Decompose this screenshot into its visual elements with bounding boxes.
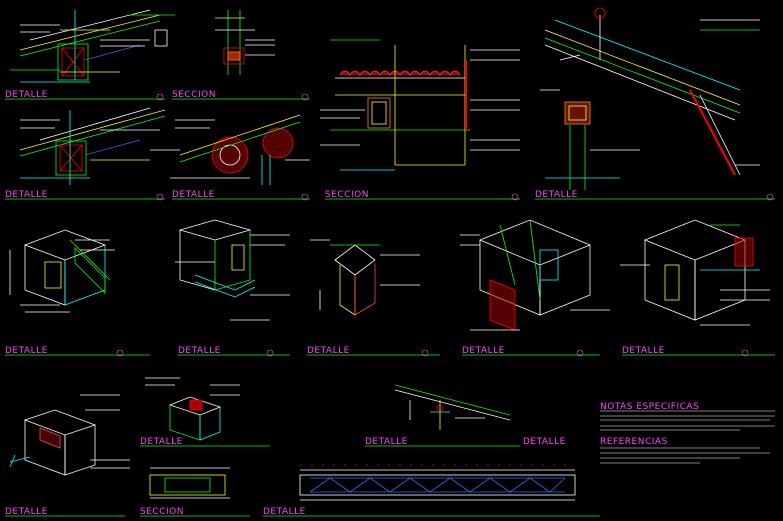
title-detalle: DETALLE	[307, 346, 350, 356]
iso-detail-2	[175, 219, 290, 321]
detail-titles: DETALLE SECCION DETALLE DETALLE SECCION …	[5, 90, 699, 517]
title-detalle: DETALLE	[140, 437, 183, 447]
title-detalle: DETALLE	[462, 346, 505, 356]
iso-detail-1	[9, 229, 115, 313]
title-detalle: DETALLE	[263, 507, 306, 517]
references-title: REFERENCIAS	[600, 437, 668, 447]
notes-title: NOTAS ESPECIFICAS	[600, 402, 699, 412]
detail-bottom-center-connection	[394, 384, 511, 430]
iso-detail-bottom-1	[9, 394, 130, 476]
detail-roof-eave-1	[10, 9, 175, 83]
section-roof-center	[320, 39, 520, 171]
iso-detail-bottom-2	[145, 377, 240, 441]
title-detalle: DETALLE	[5, 190, 48, 200]
title-detalle: DETALLE	[178, 346, 221, 356]
title-detalle: DETALLE	[535, 190, 578, 200]
row1-title-lines	[5, 98, 775, 200]
title-detalle: DETALLE	[5, 507, 48, 517]
title-seccion: SECCION	[325, 190, 369, 200]
scale-markers	[116, 93, 774, 357]
iso-detail-5	[620, 219, 770, 326]
iso-detail-3	[310, 239, 420, 316]
section-bottom-small	[149, 467, 230, 499]
title-detalle: DETALLE	[523, 437, 566, 447]
title-detalle: DETALLE	[5, 90, 48, 100]
detail-small-section-top	[215, 10, 275, 75]
title-detalle: DETALLE	[172, 190, 215, 200]
title-detalle: DETALLE	[5, 346, 48, 356]
detail-roof-eave-2	[19, 107, 180, 185]
title-seccion: SECCION	[172, 90, 216, 100]
title-detalle: DETALLE	[365, 437, 408, 447]
iso-detail-4	[460, 219, 610, 331]
detail-circular-section	[170, 114, 310, 185]
notes-block	[600, 410, 775, 464]
row3-title-lines	[5, 445, 600, 517]
title-detalle: DETALLE	[622, 346, 665, 356]
title-seccion: SECCION	[140, 507, 184, 517]
detail-large-eave-right	[540, 7, 760, 190]
truss-elevation	[299, 464, 576, 501]
